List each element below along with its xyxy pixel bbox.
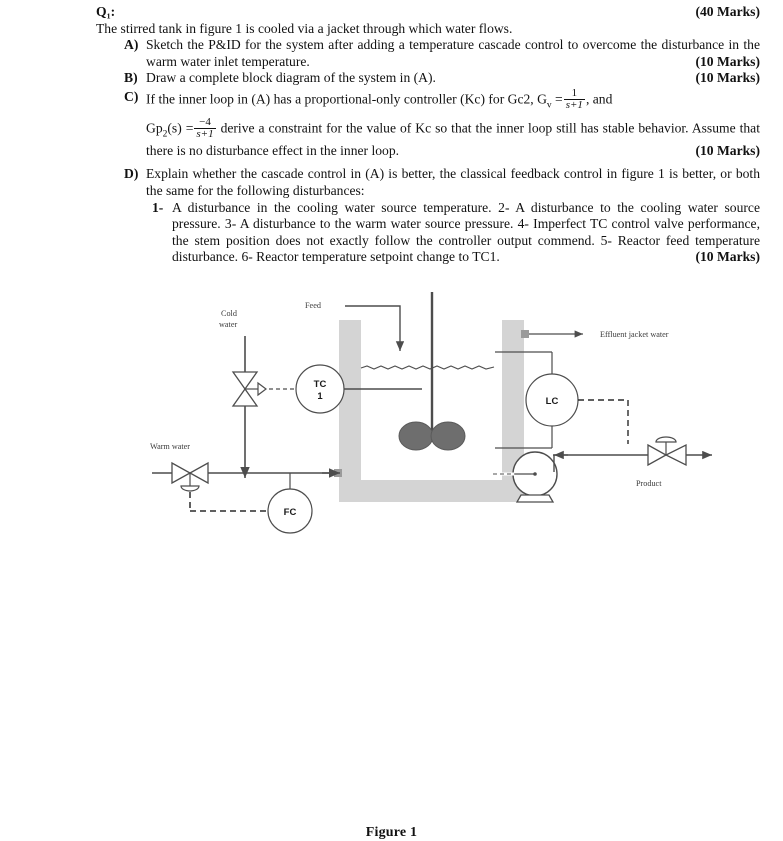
pid-figure: Feed Cold water: [0, 292, 783, 840]
part-c-gp-eq: (s) =: [167, 120, 194, 136]
product-control-valve[interactable]: [647, 436, 687, 467]
part-d-sublist: 1- A disturbance in the cooling water so…: [152, 200, 760, 266]
tc1-label-line1: TC: [314, 379, 327, 390]
part-a-text: Sketch the P&ID for the system after add…: [146, 37, 760, 69]
part-a-label: A): [124, 37, 139, 53]
feed-line: [345, 305, 405, 351]
tank-jacket: [339, 320, 524, 502]
part-a: A) Sketch the P&ID for the system after …: [124, 37, 760, 70]
part-b-label: B): [124, 70, 138, 86]
part-c-gp: Gp: [146, 120, 163, 136]
part-c-marks: (10 Marks): [695, 142, 760, 158]
agitator: [398, 292, 466, 451]
gv-numerator: 1: [571, 86, 578, 99]
part-c-line1: If the inner loop in (A) has a proportio…: [146, 86, 760, 114]
part-d-label: D): [124, 166, 139, 182]
part-d-marks: (10 Marks): [695, 249, 760, 265]
part-a-marks: (10 Marks): [695, 53, 760, 69]
exam-page: Q₁: (40 Marks) The stirred tank in figur…: [0, 4, 783, 840]
question-block: Q₁: (40 Marks) The stirred tank in figur…: [96, 4, 760, 266]
part-b: B) Draw a complete block diagram of the …: [124, 70, 760, 87]
part-d-sub-label: 1-: [152, 199, 164, 215]
question-number: Q₁:: [96, 4, 116, 19]
gp2-numerator: −4: [199, 115, 211, 128]
cold-water-control-valve[interactable]: [231, 371, 267, 407]
warm-water-control-valve[interactable]: [171, 461, 209, 492]
figure-caption: Figure 1: [365, 825, 418, 840]
part-c-text-2: , and: [585, 91, 613, 107]
part-c-label: C): [124, 88, 139, 104]
tc1-label-line2: 1: [317, 391, 323, 402]
gv-denominator: s+1: [563, 98, 585, 111]
lc-controller[interactable]: LC: [525, 373, 579, 427]
part-b-text: Draw a complete block diagram of the sys…: [146, 70, 436, 86]
part-d-sub-text: A disturbance in the cooling water sourc…: [172, 199, 760, 265]
effluent-label: Effluent jacket water: [600, 330, 669, 339]
part-d-text: Explain whether the cascade control in (…: [146, 166, 760, 199]
cold-water-label-line2: water: [219, 320, 237, 329]
fc-label: FC: [284, 507, 297, 518]
question-total-marks: (40 Marks): [695, 4, 760, 19]
part-c-equals: =: [551, 91, 563, 107]
warm-water-label: Warm water: [150, 442, 190, 451]
pid-diagram-svg: Feed Cold water: [150, 292, 712, 534]
tc1-controller[interactable]: TC 1: [295, 364, 345, 414]
product-label: Product: [636, 479, 662, 488]
fc-controller[interactable]: FC: [267, 488, 313, 534]
feed-label: Feed: [305, 301, 321, 310]
jacket-outlet-nozzle: [521, 330, 529, 338]
part-c-text-4: derive a constraint for the value of Kc …: [146, 120, 760, 158]
part-d: D) Explain whether the cascade control i…: [124, 166, 760, 199]
question-intro: The stirred tank in figure 1 is cooled v…: [96, 20, 513, 36]
fc-to-valve-signal: [189, 492, 268, 512]
part-c-subscript-2: 2: [162, 129, 168, 140]
part-c-text-1: If the inner loop in (A) has a proportio…: [146, 91, 547, 107]
part-c: C) If the inner loop in (A) has a propor…: [124, 86, 760, 160]
part-c-subscript-v: v: [546, 100, 552, 111]
lc-to-valve-signal: [578, 399, 629, 444]
cold-water-label-line1: Cold: [221, 309, 237, 318]
liquid-surface: [360, 365, 495, 370]
question-heading: Q₁: (40 Marks): [96, 4, 760, 21]
part-b-marks: (10 Marks): [695, 70, 760, 86]
product-line: [553, 450, 712, 472]
gp2-denominator: s+1: [194, 127, 216, 140]
lc-label: LC: [546, 396, 559, 407]
product-pump: [512, 451, 558, 503]
